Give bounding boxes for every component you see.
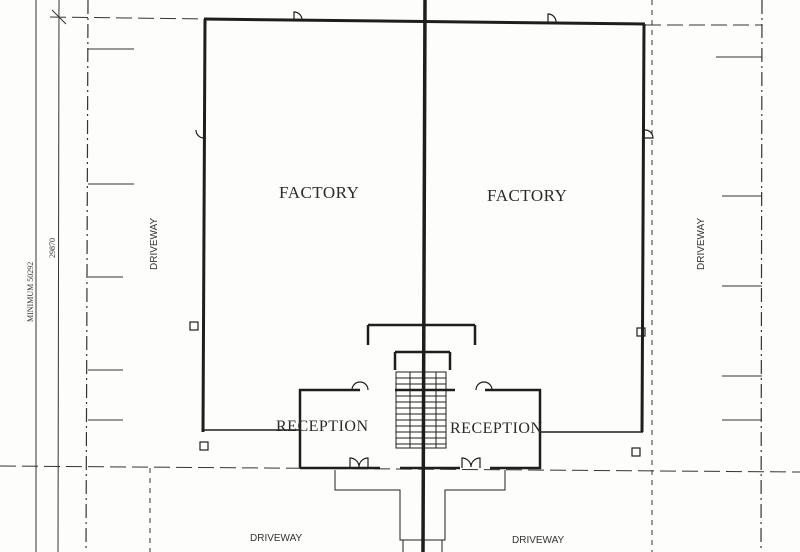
driveway-label-left: DRIVEWAY: [149, 217, 160, 270]
room-label-factory-left: FACTORY: [279, 183, 360, 202]
boundary-left: [85, 0, 89, 552]
driveway-label-bottom-left: DRIVEWAY: [250, 533, 303, 544]
room-label-factory-right: FACTORY: [487, 186, 568, 205]
dimension-label-inner: 29870: [48, 238, 57, 258]
dimension-label-outer: MINIMUM 50292: [26, 261, 35, 322]
dimension-line-inner: [57, 0, 60, 552]
driveway-label-bottom-right: DRIVEWAY: [512, 535, 565, 546]
room-label-reception-right: RECEPTION: [450, 420, 543, 437]
staircase: [395, 371, 447, 449]
driveway-label-right: DRIVEWAY: [696, 217, 707, 270]
building-walls: [189, 0, 654, 552]
room-label-reception-left: RECEPTION: [276, 418, 369, 435]
boundary-right: [760, 0, 763, 552]
